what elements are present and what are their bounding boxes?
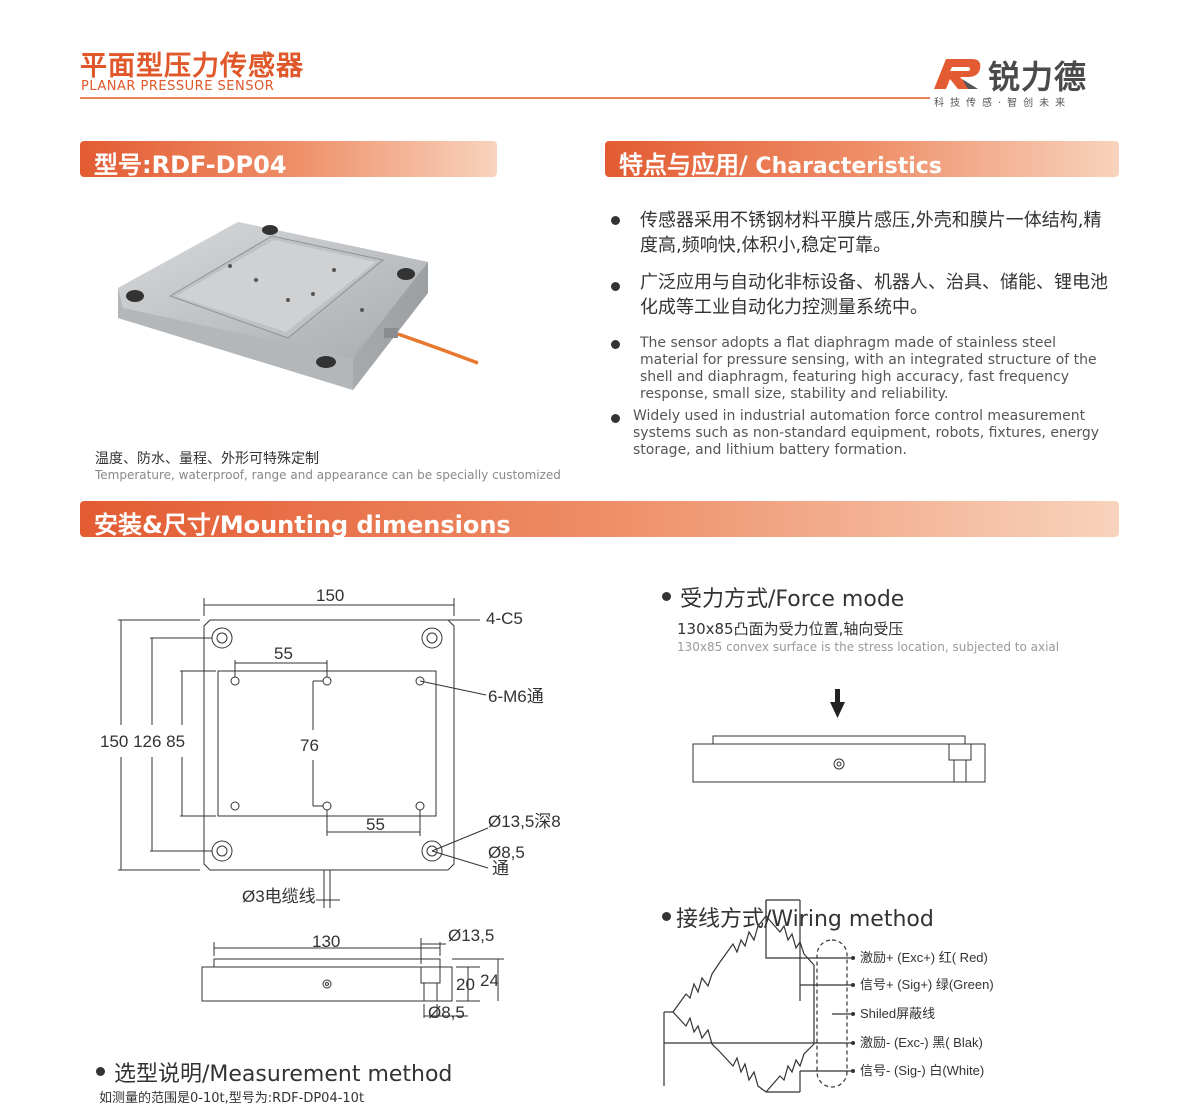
feature-en-2: Widely used in industrial automation for… [611,408,1111,460]
wire-shield: Shiled屏蔽线 [860,1006,935,1021]
bullet-icon [662,912,671,921]
force-body [692,743,986,783]
dim-threads: 6-M6通 [488,687,544,706]
brand-slogan: 科技传感·智创未来 [934,98,1072,109]
measurement-desc: 如测量的范围是0-10t,型号为:RDF-DP04-10t [99,1091,365,1106]
measurement-title: 选型说明/Measurement method [114,1062,453,1087]
dim-through: 通 [492,859,509,878]
bullet-icon [611,340,620,349]
wire-exc-minus: 激励- (Exc-) 黑( Blak) [860,1035,983,1050]
feature-zh-1: 传感器采用不锈钢材料平膜片感压,外壳和膜片一体结构,精度高,频响快,体积小,稳定… [611,208,1111,260]
model-label: 型号:RDF-DP04 [94,151,287,179]
wire-sig-minus: 信号- (Sig-) 白(White) [860,1063,984,1078]
bullet-icon [662,592,671,601]
title-underline [80,97,930,99]
side-body [201,966,453,1002]
plate-outline [203,619,455,871]
dim-side-length: 130 [312,932,340,951]
wire-sig-plus: 信号+ (Sig+) 绿(Green) [860,977,994,992]
features-bar: 特点与应用/ Characteristics [605,141,1119,179]
dim-side-hole: Ø8,5 [428,1003,465,1022]
dim-counterbore: Ø13,5深8 [488,812,561,831]
brand-logo-icon [934,59,981,89]
side-face [213,958,441,968]
mounting-label: 安装&尺寸/Mounting dimensions [94,511,511,539]
bullet-icon [611,216,620,225]
dim-through-hole: Ø8,5 [488,843,525,862]
bullet-icon [96,1067,105,1076]
force-face [712,735,966,745]
dim-cable: Ø3电缆线 [242,887,316,906]
force-mode-desc-zh: 130x85凸面为受力位置,轴向受压 [677,620,904,638]
dim-heights: 150 126 85 [100,732,185,751]
custom-note-zh: 温度、防水、量程、外形可特殊定制 [95,451,319,467]
custom-note-en: Temperature, waterproof, range and appea… [95,468,561,482]
features-label-en: Characteristics [747,154,942,179]
features-label-zh: 特点与应用/ [619,151,748,179]
dim-spacing-v: 76 [300,736,319,755]
dim-spacing-bottom: 55 [366,815,385,834]
pressure-face [217,670,437,817]
wiring-diagram [663,899,851,1093]
bullet-icon [611,282,620,291]
page-subtitle: PLANAR PRESSURE SENSOR [81,79,275,94]
model-bar: 型号:RDF-DP04 [80,141,497,179]
wire-exc-plus: 激励+ (Exc+) 红( Red) [860,950,988,965]
dim-chamfer: 4-C5 [486,609,523,628]
mounting-bar: 安装&尺寸/Mounting dimensions [80,501,1119,539]
force-mode-desc-en: 130x85 convex surface is the stress loca… [677,640,1060,654]
dim-side-h2: 24 [480,971,499,990]
brand: 锐力德 科技传感·智创未来 [932,50,1122,110]
wiring-title: 接线方式/Wiring method [676,907,934,932]
dim-spacing-top: 55 [274,644,293,663]
feature-en-1: The sensor adopts a flat diaphragm made … [611,335,1111,405]
page-title: 平面型压力传感器 [80,51,304,82]
brand-name: 锐力德 [988,58,1088,96]
dim-side-cb: Ø13,5 [448,926,494,945]
product-photo [118,222,479,390]
force-arrow-icon [830,689,845,718]
force-mode-title: 受力方式/Force mode [680,587,905,612]
dim-width: 150 [316,586,344,605]
bullet-icon [611,414,620,423]
feature-zh-2: 广泛应用与自动化非标设备、机器人、治具、储能、锂电池化成等工业自动化力控测量系统… [611,270,1111,322]
dim-side-h1: 20 [456,975,475,994]
